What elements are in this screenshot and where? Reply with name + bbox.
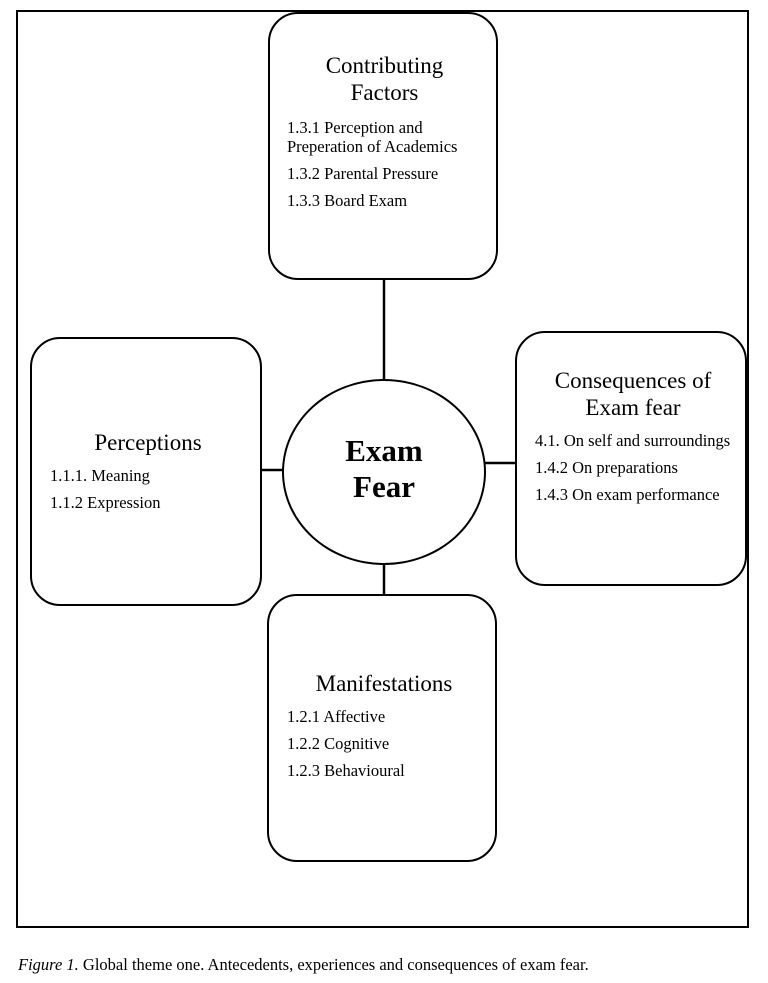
consequences-list: 4.1. On self and surroundings 1.4.2 On p… [535, 431, 731, 504]
manifestations-box: Manifestations 1.2.1 Affective 1.2.2 Cog… [267, 594, 497, 862]
list-item: 1.1.1. Meaning [50, 466, 150, 485]
center-label: Exam Fear [345, 433, 423, 504]
list-item: 1.3.1 Perception and Preperation of Acad… [287, 118, 458, 156]
list-item: 1.4.2 On preparations [535, 458, 678, 477]
manifestations-title: Manifestations [315, 671, 453, 696]
consequences-box: Consequences of Exam fear 4.1. On self a… [515, 331, 747, 586]
perceptions-box: Perceptions 1.1.1. Meaning 1.1.2 Express… [30, 337, 262, 606]
list-item: 1.4.3 On exam performance [535, 485, 720, 504]
list-item: 1.3.2 Parental Pressure [287, 164, 439, 183]
list-item: 1.2.1 Affective [287, 707, 386, 726]
consequences-title: Consequences of Exam fear [554, 368, 712, 420]
perceptions-list: 1.1.1. Meaning 1.1.2 Expression [50, 466, 246, 512]
manifestations-list: 1.2.1 Affective 1.2.2 Cognitive 1.2.3 Be… [287, 707, 481, 780]
caption-label: Figure 1. [18, 955, 79, 974]
contributing-factors-list: 1.3.1 Perception and Preperation of Acad… [287, 118, 482, 210]
contributing-factors-title: Contributing Factors [325, 53, 444, 105]
perceptions-title: Perceptions [94, 430, 202, 455]
figure-frame [16, 10, 749, 928]
caption-text: Global theme one. Antecedents, experienc… [78, 955, 589, 974]
exam-fear-center-node: Exam Fear [282, 379, 486, 565]
list-item: 1.1.2 Expression [50, 493, 161, 512]
list-item: 1.2.3 Behavioural [287, 761, 405, 780]
figure-caption: Figure 1. Global theme one. Antecedents,… [18, 955, 589, 975]
list-item: 4.1. On self and surroundings [535, 431, 731, 450]
list-item: 1.3.3 Board Exam [287, 191, 408, 210]
contributing-factors-box: Contributing Factors 1.3.1 Perception an… [268, 12, 498, 280]
list-item: 1.2.2 Cognitive [287, 734, 390, 753]
